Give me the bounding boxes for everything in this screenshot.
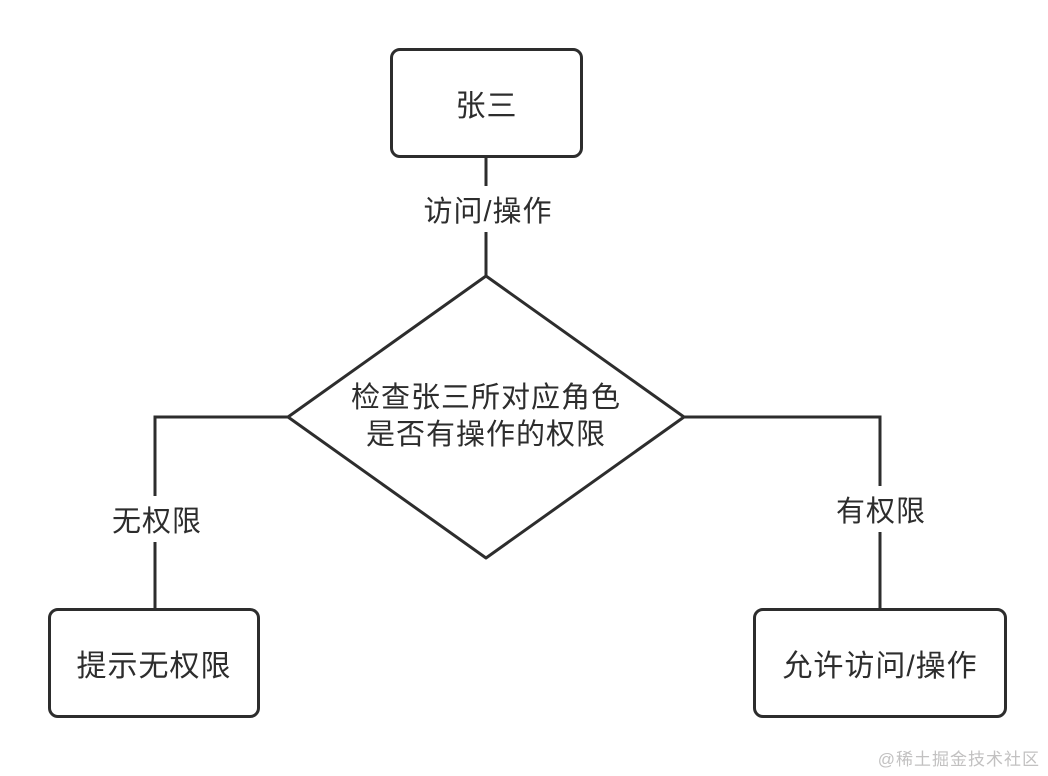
actor-node: 张三 [390, 48, 583, 158]
watermark: @稀土掘金技术社区 [877, 750, 1040, 769]
connector-decision-allow [680, 415, 882, 608]
decision-node-label: 检查张三所对应角色 是否有操作的权限 [350, 382, 621, 451]
actor-node-label: 张三 [455, 90, 518, 123]
edge-label-access: 访问/操作 [417, 186, 559, 232]
decision-diamond-shape [286, 274, 686, 560]
edge-label-has-permission: 有权限 [829, 486, 933, 532]
edge-label-no-permission: 无权限 [105, 496, 209, 542]
deny-node: 提示无权限 [48, 608, 260, 718]
deny-node-label: 提示无权限 [76, 650, 232, 683]
allow-node: 允许访问/操作 [753, 608, 1007, 718]
connector-decision-deny [153, 415, 292, 608]
allow-node-label: 允许访问/操作 [782, 650, 978, 683]
